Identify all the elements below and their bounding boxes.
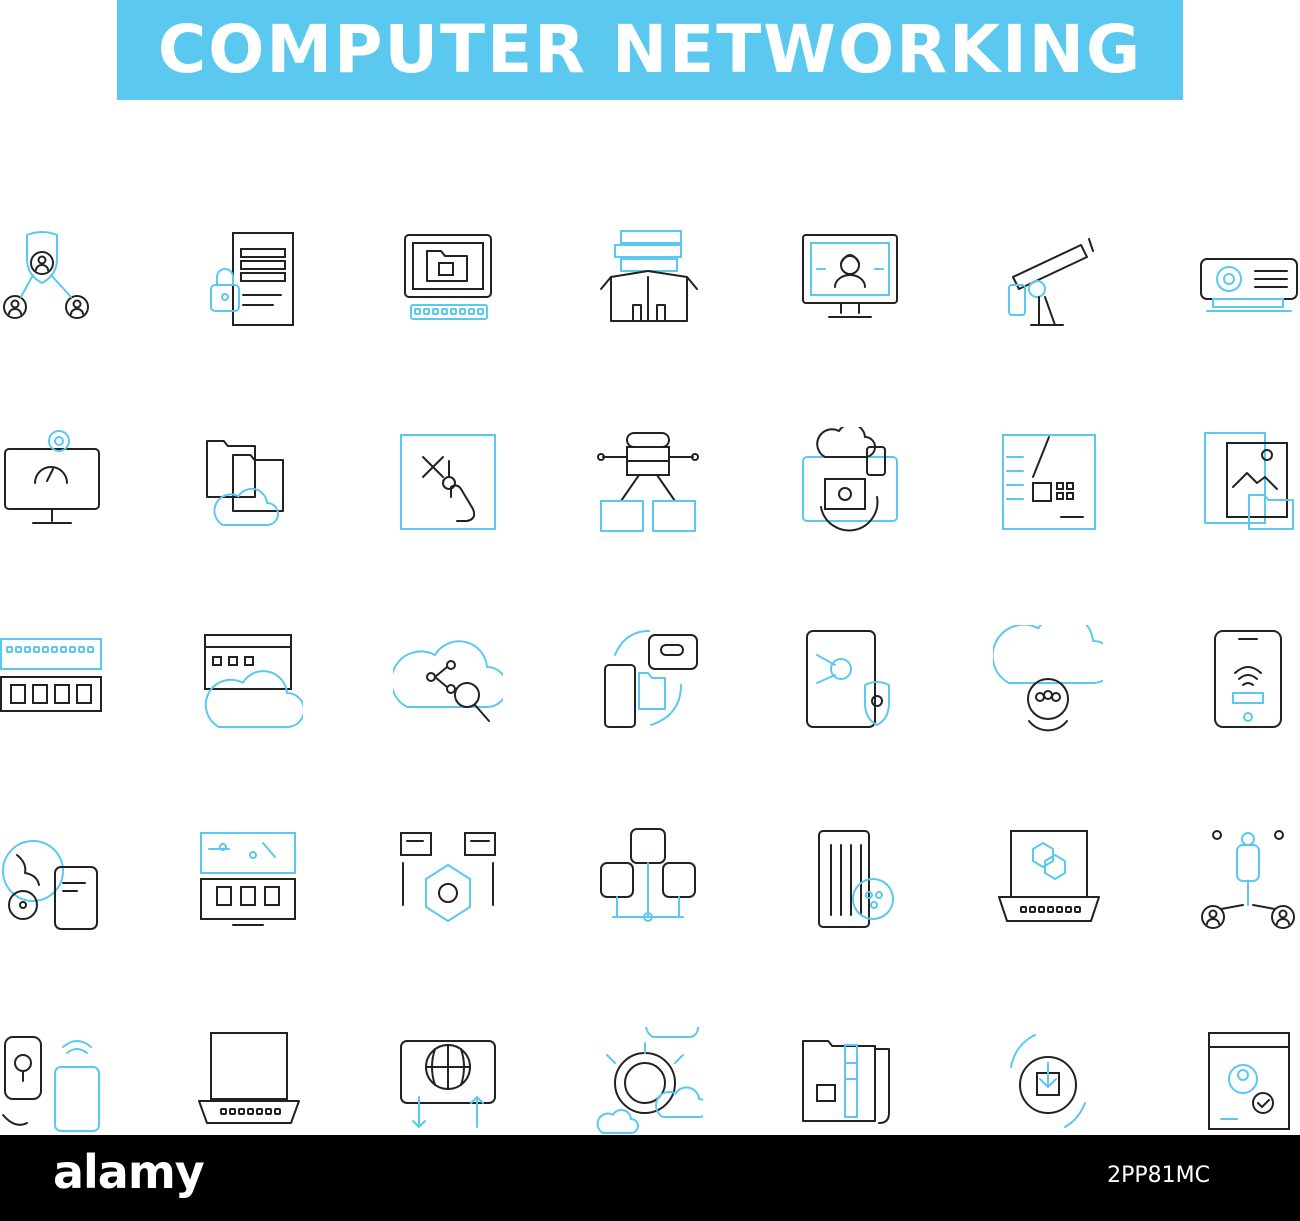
database-network-icon bbox=[593, 427, 703, 537]
web-user-verified-icon bbox=[1193, 1027, 1300, 1137]
server-lock-icon bbox=[193, 225, 303, 335]
voice-device-icon bbox=[0, 1027, 107, 1137]
footer-bar: alamy 2PP81MC bbox=[0, 1135, 1300, 1221]
laptop-icon bbox=[193, 1027, 303, 1137]
motherboard-icon bbox=[993, 427, 1103, 537]
gear-cloud-icon bbox=[593, 1027, 703, 1137]
laptop-network-icon bbox=[993, 825, 1103, 935]
cloud-team-icon bbox=[993, 625, 1103, 735]
tablet-security-icon bbox=[795, 625, 905, 735]
globe-devices-icon bbox=[0, 825, 107, 935]
title-banner: COMPUTER NETWORKING bbox=[117, 0, 1183, 100]
page-title: COMPUTER NETWORKING bbox=[157, 11, 1143, 88]
user-network-icon bbox=[1193, 825, 1300, 935]
documents-image-icon bbox=[1193, 427, 1300, 537]
chip-settings-icon bbox=[393, 825, 503, 935]
users-shield-icon bbox=[0, 225, 107, 335]
projector-icon bbox=[1193, 225, 1300, 335]
cloud-search-icon bbox=[393, 625, 503, 735]
circuit-board-icon bbox=[193, 825, 303, 935]
server-share-icon bbox=[795, 825, 905, 935]
touch-tools-icon bbox=[393, 427, 503, 537]
telescope-icon bbox=[993, 225, 1103, 335]
archive-box-icon bbox=[593, 225, 703, 335]
globe-transfer-icon bbox=[393, 1027, 503, 1137]
icon-grid bbox=[0, 0, 1300, 1135]
folders-cloud-icon bbox=[193, 427, 303, 537]
monitor-user-icon bbox=[795, 225, 905, 335]
browser-cloud-icon bbox=[193, 625, 303, 735]
computer-folder-lock-icon bbox=[393, 225, 503, 335]
folder-zip-icon bbox=[795, 1027, 905, 1137]
ram-module-icon bbox=[0, 625, 107, 735]
footer-logo: alamy bbox=[53, 1145, 205, 1199]
mobile-sync-icon bbox=[593, 625, 703, 735]
monitor-settings-icon bbox=[0, 427, 107, 537]
download-circle-icon bbox=[993, 1027, 1103, 1137]
database-cluster-icon bbox=[593, 825, 703, 935]
device-cloud-folder-icon bbox=[795, 427, 905, 537]
image-id: 2PP81MC bbox=[1107, 1163, 1210, 1188]
tablet-wifi-icon bbox=[1193, 625, 1300, 735]
